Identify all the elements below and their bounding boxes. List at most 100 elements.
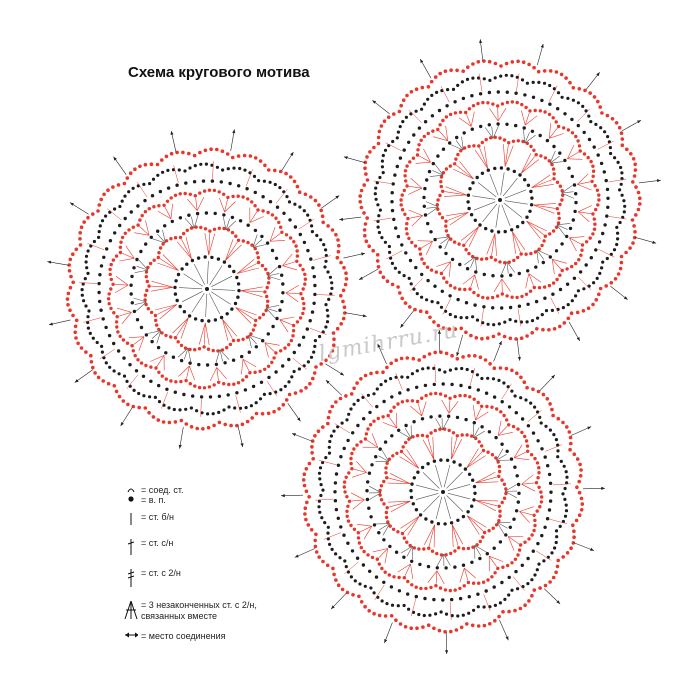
stitch [513,444,523,458]
chain-stitch [432,459,437,463]
chain-stitch [317,203,321,207]
chain-stitch [563,112,567,116]
stitch [386,250,403,260]
chain-stitch [443,69,448,73]
stitch [291,433,313,442]
chain-stitch [235,275,239,280]
chain-stitch [293,202,297,206]
chain-stitch [403,625,408,629]
chain-stitch [598,271,602,275]
chain-stitch [556,416,561,421]
chain-stitch [532,285,536,290]
chain-stitch [319,238,323,242]
chain-stitch [157,370,161,374]
chain-stitch [445,458,450,462]
stitch [315,498,334,501]
stitch [526,221,541,239]
chain-stitch [623,204,627,208]
chain-stitch [500,306,504,310]
chain-stitch [504,73,508,77]
chain-stitch [188,347,192,352]
chain-stitch [137,405,141,410]
chain-stitch [604,178,608,183]
chain-stitch [306,248,310,253]
chain-stitch [476,293,480,298]
chain-stitch [136,358,140,362]
stitch [440,86,450,103]
chain-stitch [157,400,162,404]
chain-stitch [210,179,215,183]
chain-stitch [472,290,476,295]
chain-stitch [326,415,331,420]
chain-stitch [157,204,161,208]
chain-stitch [84,304,88,308]
chain-stitch [363,160,368,165]
chain-stitch [346,438,350,443]
chain-stitch [405,399,409,403]
stitch [435,464,442,488]
chain-stitch [306,523,311,527]
stitch [504,491,517,499]
chain-stitch [558,287,563,292]
chain-stitch [342,446,346,451]
chain-stitch [277,264,282,269]
chain-stitch [444,351,449,356]
chain-stitch [149,162,154,166]
join-arrow [601,486,605,490]
chain-stitch [376,141,381,146]
chain-stitch [205,363,210,367]
chain-stitch [407,140,411,144]
chain-stitch [520,102,524,107]
chain-stitch [384,515,389,520]
stitch [447,492,471,500]
chain-stitch [420,396,424,400]
chain-stitch [500,500,504,505]
chain-stitch [484,257,489,261]
chain-stitch [273,182,277,187]
stitch [330,592,347,610]
chain-stitch [622,199,626,203]
stitch [433,136,448,141]
chain-stitch [505,449,509,453]
chain-stitch [418,309,423,314]
chain-stitch [482,530,487,535]
chain-stitch [520,294,524,299]
chain-stitch [477,440,481,444]
chain-stitch [448,368,452,372]
chain-stitch [574,192,578,196]
chain-stitch [515,295,519,300]
chain-stitch [588,91,592,95]
stitch [382,523,390,536]
chain-stitch [193,348,197,352]
chain-stitch [287,200,292,204]
stitch [470,111,475,127]
chain-stitch [152,258,156,262]
stitch [556,224,568,230]
chain-stitch [525,81,530,85]
chain-stitch [415,385,419,389]
chain-stitch [253,156,258,160]
stitch [264,342,269,358]
chain-stitch [236,194,240,198]
stitch [459,568,465,583]
stitch [451,436,453,460]
stitch [316,294,335,296]
chain-stitch [398,125,402,129]
chain-stitch [605,256,609,261]
chain-stitch [506,563,510,568]
chain-stitch [426,131,430,136]
chain-stitch [531,549,535,553]
chain-stitch [325,563,330,568]
chain-stitch [377,129,382,134]
chain-stitch [89,353,93,358]
stitch [134,301,147,305]
chain-stitch [336,238,340,242]
chain-stitch [614,121,619,125]
chain-stitch [193,194,197,198]
chain-stitch [518,606,523,611]
chain-stitch [587,284,591,288]
chain-stitch [496,460,500,464]
chain-stitch [565,234,569,239]
chain-stitch [258,316,262,320]
chain-stitch [484,589,488,593]
